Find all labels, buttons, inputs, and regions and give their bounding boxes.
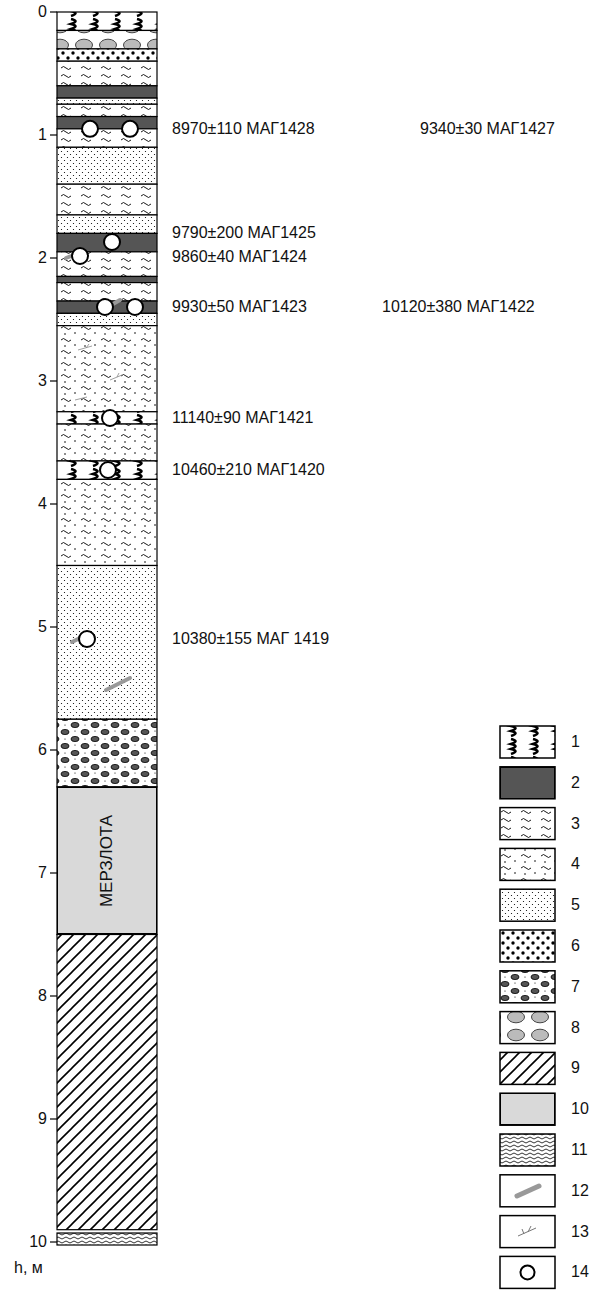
depth-tick-label: 6 [38,741,47,759]
legend-number: 5 [571,896,580,914]
depth-tick-label: 3 [38,372,47,390]
depth-tick-label: 0 [38,3,47,21]
axis-title: h, м [14,1259,43,1277]
depth-tick-label: 7 [38,864,47,882]
radiocarbon-date: 9790±200 МАГ1425 [172,224,316,242]
radiocarbon-date: 10120±380 МАГ1422 [382,298,535,316]
depth-tick-label: 9 [38,1110,47,1128]
legend-number: 10 [571,1100,589,1118]
depth-tick-label: 1 [38,126,47,144]
legend-number: 8 [571,1019,580,1037]
band-label: МЕРЗЛОТА [97,815,117,907]
depth-tick-label: 4 [38,495,47,513]
radiocarbon-date: 9930±50 МАГ1423 [172,298,307,316]
legend-number: 4 [571,855,580,873]
legend-number: 1 [571,733,580,751]
legend-swatch [500,1093,555,1125]
legend-number: 2 [571,774,580,792]
depth-tick-label: 10 [29,1233,47,1251]
depth-tick-label: 2 [38,249,47,267]
legend-number: 11 [571,1141,588,1159]
legend-swatch [500,767,555,799]
radiocarbon-date: 11140±90 МАГ1421 [172,409,313,427]
legend-number: 13 [571,1223,589,1241]
legend-number: 3 [571,815,580,833]
legend-number: 7 [571,978,580,996]
legend-number: 6 [571,937,580,955]
radiocarbon-date: 9860±40 МАГ1424 [172,248,307,266]
legend-number: 9 [571,1059,580,1077]
radiocarbon-date: 10380±155 МАГ 1419 [172,630,329,648]
legend-number: 14 [571,1263,589,1281]
radiocarbon-date: 9340±30 МАГ1427 [420,120,555,138]
legend-number: 12 [571,1182,589,1200]
depth-tick-label: 8 [38,987,47,1005]
depth-tick-label: 5 [38,618,47,636]
radiocarbon-date: 8970±110 МАГ1428 [172,120,315,138]
permafrost-band: МЕРЗЛОТА [57,787,157,935]
radiocarbon-date: 10460±210 МАГ1420 [172,461,325,479]
